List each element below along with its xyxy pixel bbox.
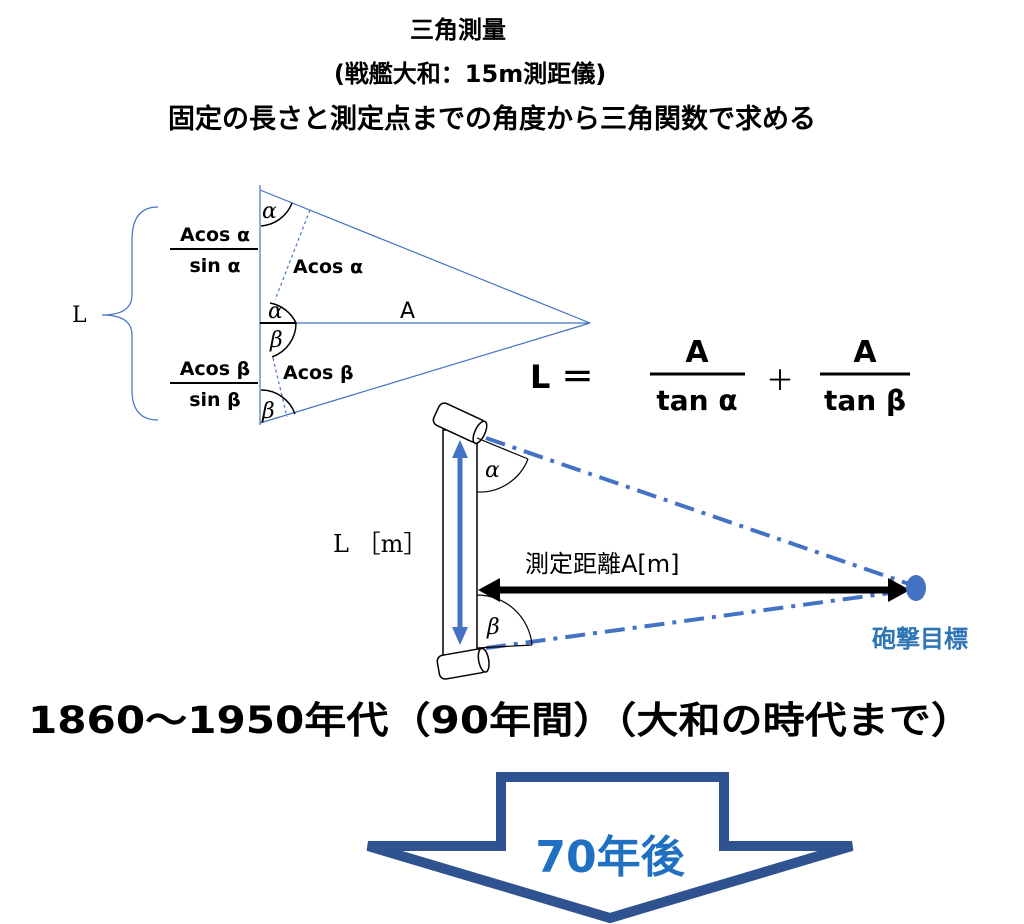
frac-beta-numerator: Acos β: [180, 358, 251, 380]
target-dot: [906, 575, 926, 601]
angle-arcs: [260, 202, 297, 415]
frac-beta-denominator: sin β: [189, 389, 241, 411]
dashed-perpendicular-upper: [274, 209, 311, 301]
brace: [101, 206, 159, 421]
formula-lhs: L ＝: [530, 358, 594, 396]
sight-line-lower: [485, 588, 913, 650]
arrow-left-icon: [478, 578, 500, 602]
formula-den-2: tan β: [824, 384, 906, 417]
rangefinder-alpha: α: [485, 458, 500, 483]
L-label: L: [72, 303, 87, 328]
arc-beta: [476, 594, 533, 646]
lower-hypotenuse: [259, 322, 591, 424]
length-label: L ［m］: [333, 530, 427, 558]
upper-hypotenuse: [259, 189, 591, 324]
title-line-1: 三角測量: [410, 16, 506, 44]
arrow-up-icon: [452, 440, 468, 458]
triangle-figure: [101, 185, 591, 425]
arrow-down-icon: [452, 627, 468, 645]
period-text: 1860～1950年代（90年間）（大和の時代まで）: [28, 699, 973, 742]
arc-alpha: [476, 458, 529, 493]
arc-alpha-top: [260, 202, 293, 227]
title-line-2: (戦艦大和：15m測距儀): [334, 60, 606, 88]
arc-beta-mid: [271, 322, 297, 358]
acos-alpha-label: Acos α: [293, 256, 363, 278]
acos-beta-label: Acos β: [283, 362, 354, 384]
beta-label-bottom: β: [261, 399, 275, 424]
upper-lens-icon: [432, 402, 488, 445]
alpha-label-mid: α: [268, 299, 283, 324]
rangefinder-beta: β: [486, 615, 500, 640]
rangefinder-figure: [432, 402, 926, 680]
beta-label-mid: β: [269, 328, 283, 353]
alpha-label-top: α: [262, 199, 277, 224]
down-arrow-icon: [366, 772, 854, 924]
distance-label: 測定距離A[m]: [525, 550, 680, 578]
formula-den-1: tan α: [656, 384, 737, 417]
A-label: A: [400, 299, 415, 324]
arc-beta-bottom: [260, 389, 296, 415]
arrow-label: 70年後: [535, 832, 685, 883]
lower-lens-icon: [436, 647, 490, 680]
formula-num-1: A: [685, 335, 709, 370]
sight-line-upper: [485, 436, 913, 587]
formula-num-2: A: [853, 335, 877, 370]
arc-alpha-mid: [269, 302, 297, 324]
dashed-perpendicular-lower: [272, 357, 288, 418]
arrow-right-icon: [888, 578, 910, 602]
title-line-3: 固定の長さと測定点までの角度から三角関数で求める: [168, 103, 816, 135]
frac-alpha-numerator: Acos α: [180, 224, 250, 246]
formula-plus: ＋: [766, 364, 794, 397]
target-label: 砲撃目標: [872, 625, 968, 653]
frac-alpha-denominator: sin α: [189, 255, 240, 277]
